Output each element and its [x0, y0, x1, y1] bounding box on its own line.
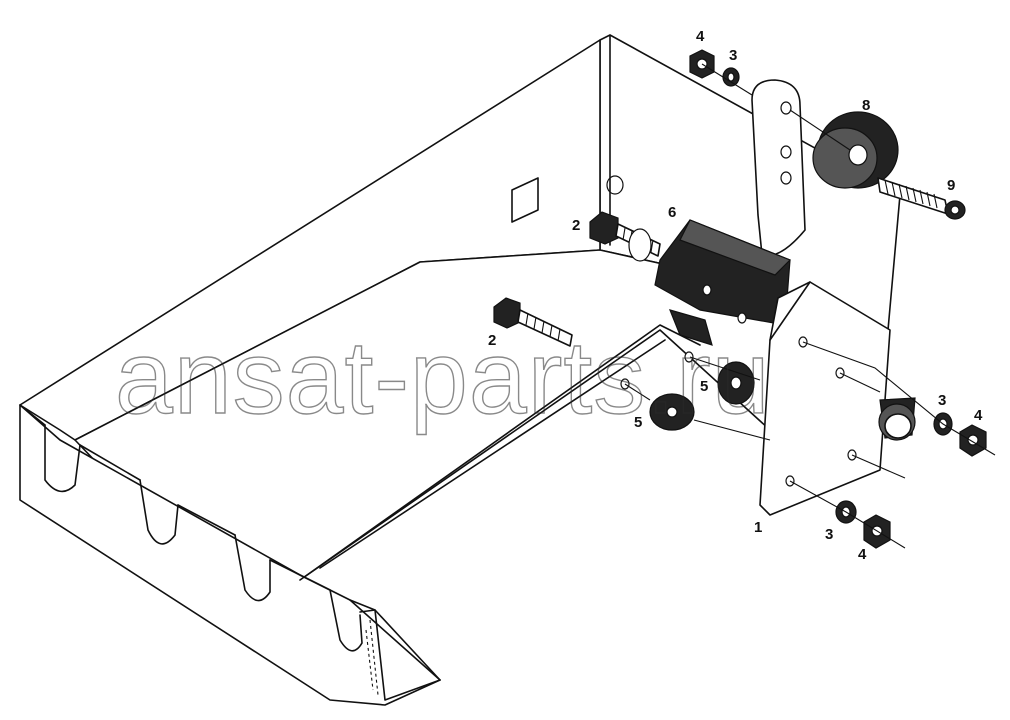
callout-5-lower: 5 [634, 414, 642, 431]
callout-9: 9 [947, 177, 955, 194]
part-2-bolt-lower [493, 297, 573, 347]
callout-3-right: 3 [938, 392, 946, 409]
part-4-nut-right [959, 424, 987, 457]
callout-1: 1 [754, 519, 762, 536]
callout-6: 6 [668, 204, 676, 221]
callout-4-bottom: 4 [858, 546, 867, 563]
part-6-block [654, 219, 792, 346]
callout-3-top: 3 [729, 47, 737, 64]
rubber-stop [878, 397, 916, 441]
callout-2-upper: 2 [572, 217, 580, 234]
callout-4-top: 4 [696, 28, 705, 45]
part-5-washer-lower [649, 393, 695, 431]
part-2-bolt-upper [589, 211, 661, 262]
part-5-washer-upper [717, 361, 755, 405]
part-3-washer-top [722, 67, 740, 87]
callout-3-bottom: 3 [825, 526, 833, 543]
part-1-plate [759, 281, 891, 516]
part-8-roller [812, 111, 899, 189]
watermark-text: ansat-parts.ru [115, 320, 771, 436]
assembly-lines [624, 63, 996, 549]
callout-8: 8 [862, 97, 870, 114]
lever-arm [751, 79, 806, 257]
part-9-bolt [877, 177, 966, 220]
callout-5-upper: 5 [700, 378, 708, 395]
callout-2-lower: 2 [488, 332, 496, 349]
callout-4-right: 4 [974, 407, 983, 424]
